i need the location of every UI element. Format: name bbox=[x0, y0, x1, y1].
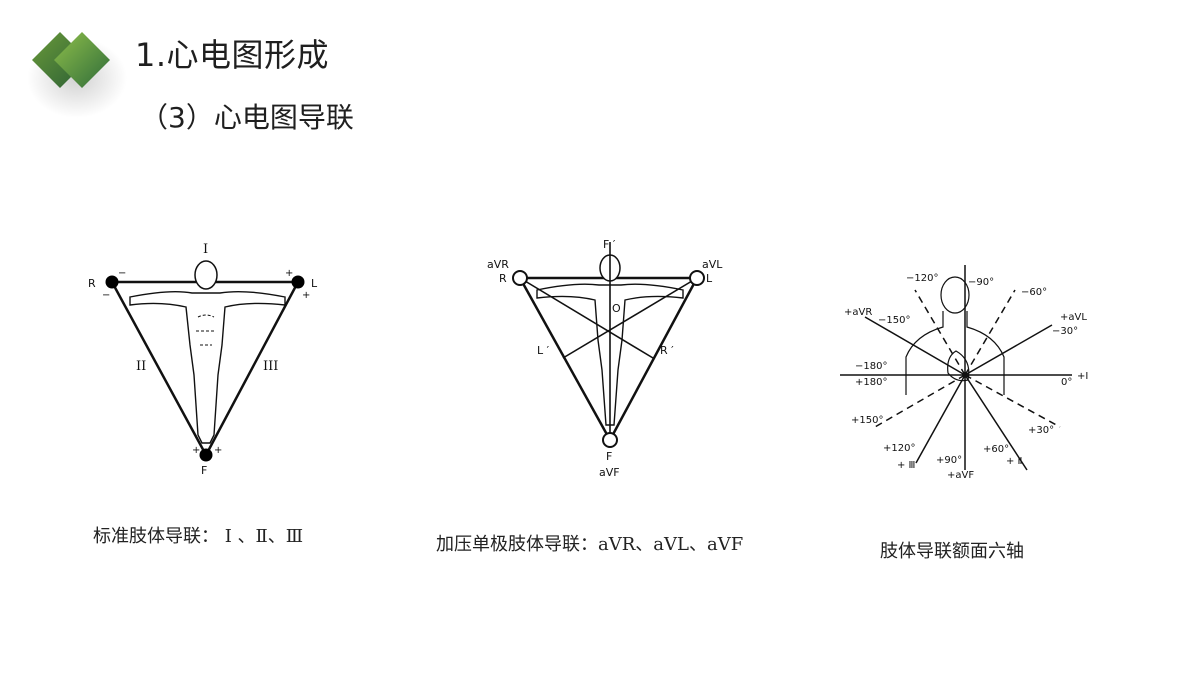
electrode-l-label: L bbox=[706, 272, 713, 285]
caption-hexaxial: 肢体导联额面六轴 bbox=[880, 541, 1024, 562]
f-prime-label: F ′ bbox=[603, 238, 616, 251]
electrode-f-label: F bbox=[201, 464, 207, 477]
axis-label-plus-120: +120° bbox=[883, 443, 915, 454]
r-prime-label: R ′ bbox=[660, 344, 674, 357]
axis-label-plus-i: +I bbox=[1077, 371, 1088, 382]
electrode-f-label: F bbox=[606, 450, 612, 463]
axis-label-minus-60: −60° bbox=[1021, 287, 1047, 298]
axis-label-minus-180: −180° bbox=[855, 361, 887, 372]
axis-label-plus-avr: +aVR bbox=[844, 307, 872, 318]
axis-label-plus-30: +30° bbox=[1028, 425, 1054, 436]
sign-label: + bbox=[285, 268, 293, 279]
standard-limb-leads-figure: R L F − + − + + + I II III bbox=[80, 235, 330, 480]
axis-label-zero: 0° bbox=[1061, 377, 1072, 388]
diamond-logo-icon bbox=[22, 18, 132, 118]
axis-label-plus-avf: +aVF bbox=[947, 470, 974, 481]
axis-label-minus-150: −150° bbox=[878, 315, 910, 326]
page-title: 1.心电图形成 bbox=[135, 36, 330, 74]
sign-label: − bbox=[118, 268, 126, 279]
lead-ii-label: II bbox=[136, 359, 146, 374]
caption-standard-limb-leads: 标准肢体导联： Ⅰ 、Ⅱ、Ⅲ bbox=[93, 526, 304, 547]
caption-augmented-limb-leads: 加压单极肢体导联：aVR、aVL、aVF bbox=[436, 534, 744, 555]
axis-label-plus-60: +60° bbox=[983, 444, 1009, 455]
axis-label-minus-30: −30° bbox=[1052, 326, 1078, 337]
axis-label-plus-90: +90° bbox=[936, 455, 962, 466]
axis-label-plus-iii: + Ⅲ bbox=[897, 460, 915, 471]
electrode-l-label: L bbox=[311, 277, 318, 290]
lead-i-label: I bbox=[203, 242, 208, 257]
avr-label: aVR bbox=[487, 258, 509, 271]
axis-label-plus-ii: + Ⅱ bbox=[1006, 456, 1022, 467]
center-o-label: O bbox=[612, 302, 621, 315]
hexaxial-figure: −120° −90° −60° +aVR −150° +aVL −30° −18… bbox=[840, 265, 1100, 490]
avl-label: aVL bbox=[702, 258, 723, 271]
sign-label: − bbox=[102, 290, 110, 301]
electrode-r-label: R bbox=[88, 277, 96, 290]
avf-label: aVF bbox=[599, 466, 620, 479]
augmented-limb-leads-figure: aVR R aVL L F ′ O L ′ R ′ F aVF bbox=[475, 230, 745, 480]
electrode-r-label: R bbox=[499, 272, 507, 285]
l-prime-label: L ′ bbox=[537, 344, 550, 357]
sign-label: + bbox=[192, 445, 200, 456]
page-subtitle: （3）心电图导联 bbox=[140, 101, 354, 134]
axis-label-minus-120: −120° bbox=[906, 273, 938, 284]
sign-label: + bbox=[214, 445, 222, 456]
axis-label-plus-150: +150° bbox=[851, 415, 883, 426]
axis-label-minus-90: −90° bbox=[968, 277, 994, 288]
axis-label-plus-avl: +aVL bbox=[1060, 312, 1087, 323]
lead-iii-label: III bbox=[263, 359, 278, 374]
axis-label-plus-180: +180° bbox=[855, 377, 887, 388]
sign-label: + bbox=[302, 290, 310, 301]
